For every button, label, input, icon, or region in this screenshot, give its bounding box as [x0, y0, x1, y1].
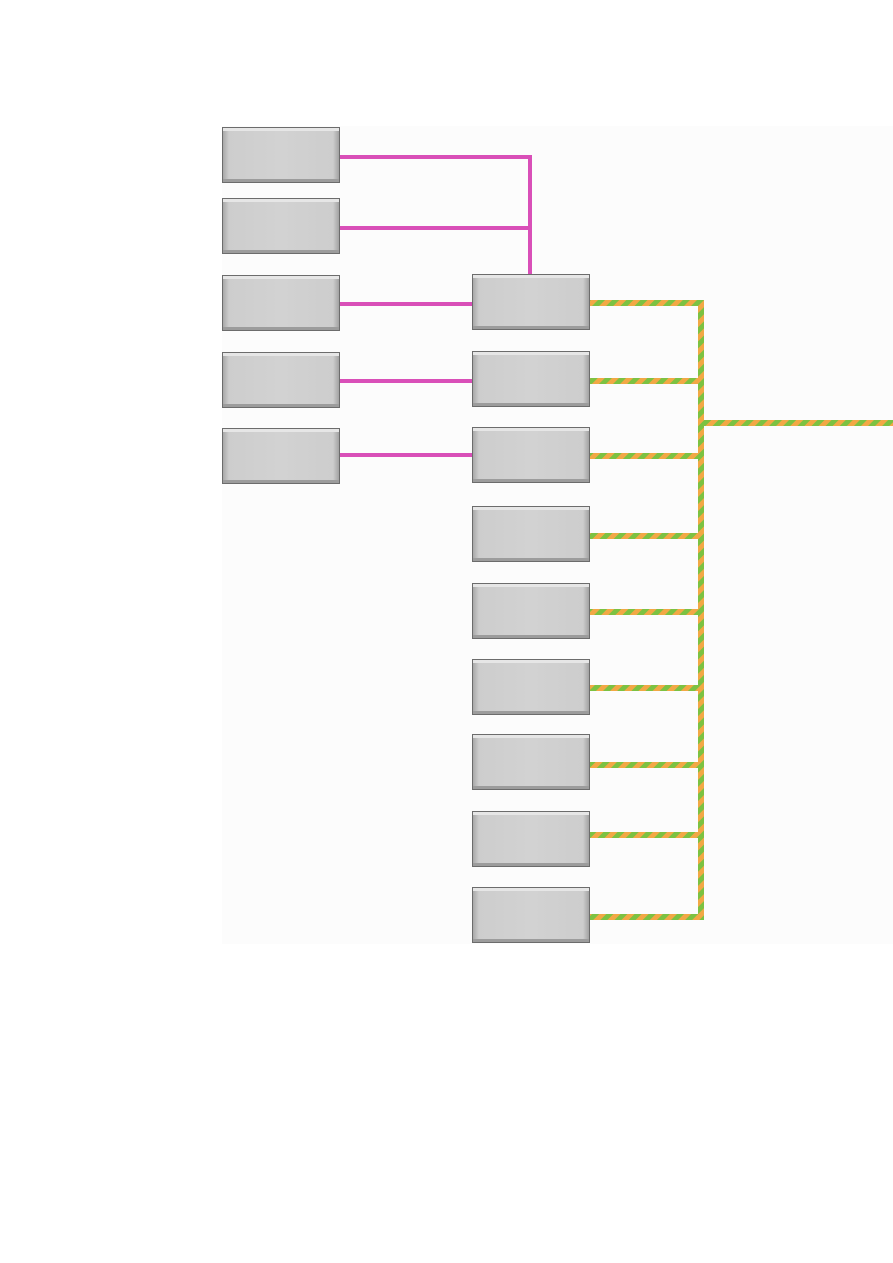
middle-box-1: [472, 274, 590, 330]
connector-left-1-horizontal: [340, 155, 532, 159]
bus-branch-4: [589, 533, 701, 539]
bus-branch-3: [589, 453, 701, 459]
connector-trunk-vertical: [528, 155, 532, 275]
middle-box-4: [472, 506, 590, 562]
striped-bus: [589, 300, 893, 920]
bus-branch-2: [589, 378, 701, 384]
bus-branch-8: [589, 832, 701, 838]
left-box-1: [222, 127, 340, 183]
bus-branch-6: [589, 685, 701, 691]
middle-box-2: [472, 351, 590, 407]
magenta-connectors: [340, 155, 532, 457]
connector-left-3-horizontal: [340, 302, 472, 306]
left-box-5: [222, 428, 340, 484]
connector-left-5-horizontal: [340, 453, 472, 457]
middle-box-9: [472, 887, 590, 943]
bus-branch-9: [589, 914, 701, 920]
connector-left-2-horizontal: [340, 226, 532, 230]
middle-box-5: [472, 583, 590, 639]
bus-branch-5: [589, 609, 701, 615]
left-box-2: [222, 198, 340, 254]
bus-branch-7: [589, 762, 701, 768]
left-box-4: [222, 352, 340, 408]
middle-box-8: [472, 811, 590, 867]
bus-output: [698, 420, 893, 426]
left-box-3: [222, 275, 340, 331]
middle-box-7: [472, 734, 590, 790]
bus-branch-1: [589, 300, 701, 306]
middle-box-3: [472, 427, 590, 483]
middle-box-6: [472, 659, 590, 715]
connector-left-4-horizontal: [340, 379, 472, 383]
